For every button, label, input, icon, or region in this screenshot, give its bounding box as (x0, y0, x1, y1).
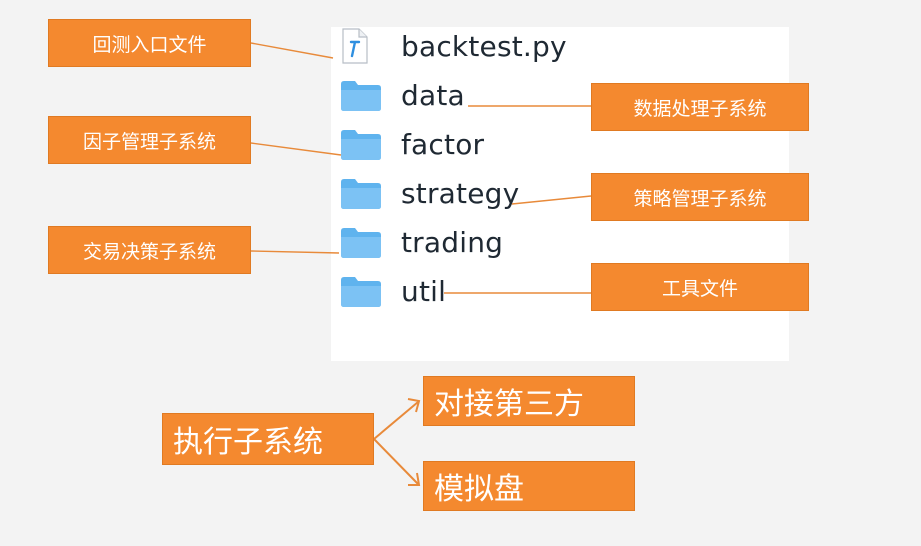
folder-row-strategy[interactable]: strategy (339, 173, 519, 213)
connector-trading (250, 250, 340, 254)
label-third-party: 对接第三方 (423, 376, 635, 426)
folder-name: util (401, 274, 447, 308)
folder-icon (339, 225, 383, 259)
folder-name: factor (401, 127, 485, 161)
folder-icon (339, 274, 383, 308)
folder-name: strategy (401, 176, 520, 210)
arrowhead-third-party (407, 398, 421, 413)
file-row-backtest[interactable]: backtest.py (339, 26, 567, 66)
connector-backtest (250, 42, 334, 59)
folder-row-data[interactable]: data (339, 75, 465, 115)
folder-row-util[interactable]: util (339, 271, 446, 311)
label-factor: 因子管理子系统 (48, 116, 251, 164)
folder-icon (339, 176, 383, 210)
label-execution-root: 执行子系统 (162, 413, 374, 465)
file-name: backtest.py (401, 29, 567, 63)
folder-icon (339, 78, 383, 112)
label-simulation: 模拟盘 (423, 461, 635, 511)
label-data: 数据处理子系统 (591, 83, 809, 131)
label-util: 工具文件 (591, 263, 809, 311)
folder-row-trading[interactable]: trading (339, 222, 503, 262)
arrow-to-simulation (373, 438, 419, 485)
folder-row-factor[interactable]: factor (339, 124, 484, 164)
label-backtest: 回测入口文件 (48, 19, 251, 67)
python-file-icon (339, 28, 383, 64)
folder-name: trading (401, 225, 504, 259)
folder-name: data (401, 78, 465, 112)
label-strategy: 策略管理子系统 (591, 173, 809, 221)
arrowhead-simulation (408, 472, 421, 486)
connector-factor (250, 142, 342, 156)
arrow-to-third-party (373, 401, 419, 440)
label-trading: 交易决策子系统 (48, 226, 251, 274)
folder-icon (339, 127, 383, 161)
